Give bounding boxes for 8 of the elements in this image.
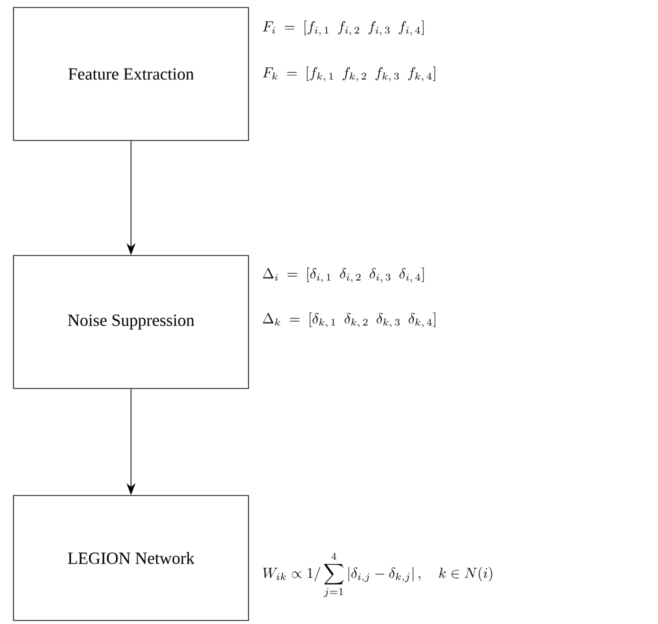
- formula: $F_k\ =\ [f_{k,\,1}\ \ f_{k,\,2}\ \ f_{k,\,3}\ \ f_{k,\,4}]$: [262, 66, 436, 82]
- formula: $W_{ik}\propto 1/\sum_{j=1}^{4}\left|\delta_{i,j}-\delta_{k,j}\right|,\quad k\in N(i)$: [263, 552, 492, 597]
- process-box: LEGION Network: [13, 495, 249, 621]
- formula: $\Delta_i\ =\ [\delta_{i,\,1}\ \ \delta_{i,\,2}\ \ \delta_{i,\,3}\ \ \delta_{i,\,4}]$: [262, 267, 424, 282]
- formula: $F_i\ =\ [f_{i,\,1}\ \ f_{i,\,2}\ \ f_{i,\,3}\ \ f_{i,\,4}]$: [262, 20, 424, 36]
- process-box: Feature Extraction: [13, 7, 249, 141]
- process-box: Noise Suppression: [13, 255, 249, 389]
- formula: $\Delta_k\ =\ [\delta_{k,\,1}\ \ \delta_{k,\,2}\ \ \delta_{k,\,3}\ \ \delta_{k,\,4}]$: [262, 312, 436, 328]
